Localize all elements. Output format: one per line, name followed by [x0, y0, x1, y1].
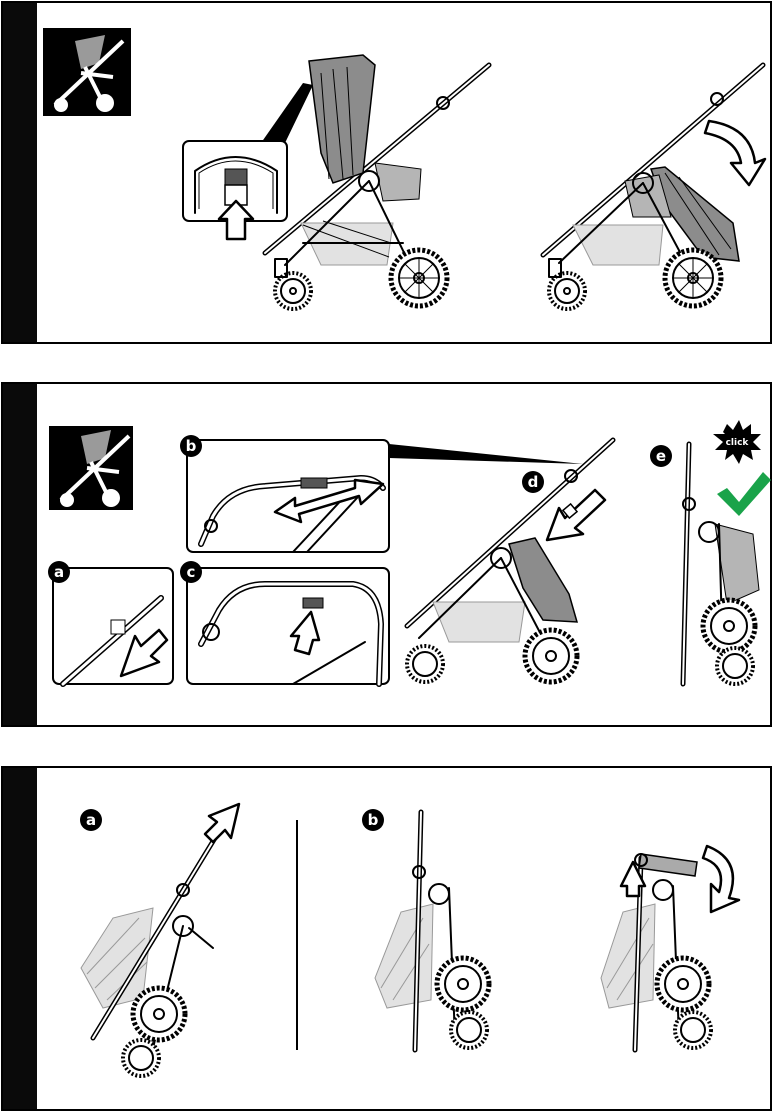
checkmark-icon — [717, 472, 771, 516]
stroller-seat-icon — [49, 426, 133, 510]
stroller-seat-folded-illustration — [543, 65, 765, 309]
seat-release-inset — [183, 83, 313, 239]
arrow-up-right-icon — [205, 804, 239, 842]
step-panel-1 — [1, 1, 772, 344]
curved-arrow-icon — [705, 121, 765, 185]
arrow-down-left-icon — [547, 490, 605, 540]
label-a-badge: a — [48, 561, 70, 583]
click-label: click — [726, 438, 750, 448]
stroller-handle-fold-illustration — [601, 846, 739, 1050]
click-burst-icon: click — [713, 420, 761, 464]
label-d-badge: d — [522, 471, 544, 493]
label-b: b — [186, 437, 197, 455]
label-a: a — [54, 563, 64, 581]
label-b-badge: b — [362, 809, 384, 831]
stroller-d-illustration — [407, 440, 613, 682]
label-c: c — [187, 563, 196, 581]
step-3-illustration: a b — [3, 768, 773, 1113]
stroller-lift-illustration — [81, 804, 239, 1076]
label-b-badge: b — [180, 435, 202, 457]
label-b: b — [368, 811, 379, 829]
stroller-seat-icon — [43, 28, 131, 116]
inset-a — [53, 568, 173, 684]
label-a: a — [86, 811, 96, 829]
inset-c — [187, 568, 389, 684]
inset-b — [187, 440, 583, 552]
label-d: d — [528, 473, 539, 491]
label-e: e — [656, 447, 666, 465]
stroller-upright-folded-illustration — [375, 812, 489, 1050]
label-c-badge: c — [180, 561, 202, 583]
curved-arrow-icon — [703, 846, 739, 912]
stroller-folded-illustration — [683, 444, 759, 684]
label-e-badge: e — [650, 445, 672, 467]
step-1-illustration — [3, 3, 773, 346]
step-2-illustration: b a c — [3, 384, 773, 729]
step-panel-3: a b — [1, 766, 772, 1111]
label-a-badge: a — [80, 809, 102, 831]
step-panel-2: b a c — [1, 382, 772, 727]
